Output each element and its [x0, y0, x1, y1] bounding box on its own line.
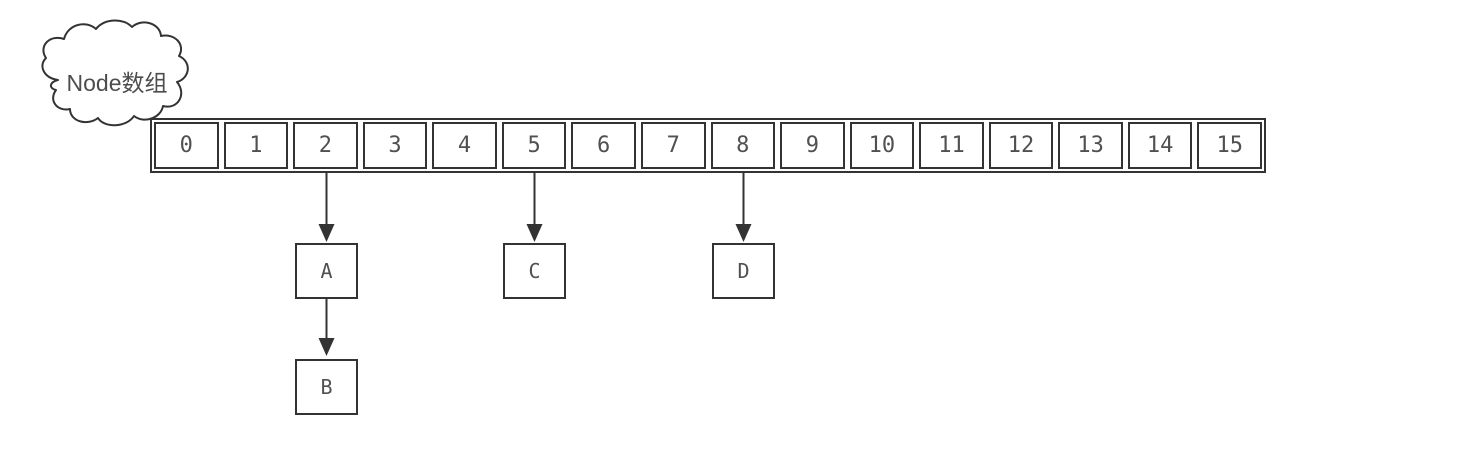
arrow-head — [526, 224, 543, 242]
array-cell: 15 — [1197, 122, 1262, 169]
arrow-head — [318, 224, 335, 242]
array-cell: 10 — [849, 122, 915, 169]
node-array-container: 0 1 2 3 4 5 6 7 8 9 10 11 12 13 14 15 — [150, 118, 1266, 173]
array-cell: 6 — [571, 122, 636, 169]
array-cell: 7 — [640, 122, 706, 169]
array-cell: 2 — [293, 122, 358, 169]
array-cell: 0 — [154, 122, 219, 169]
array-cell: 3 — [362, 122, 428, 169]
arrow-head — [318, 338, 335, 356]
node-box-b: B — [295, 359, 358, 415]
array-cell: 9 — [780, 122, 845, 169]
array-cell: 1 — [223, 122, 289, 169]
node-box-d: D — [712, 243, 775, 299]
array-cell: 14 — [1127, 122, 1193, 169]
arrow-cell8-to-node-d — [735, 172, 752, 242]
node-box-c: C — [503, 243, 566, 299]
array-cell: 8 — [710, 122, 776, 169]
cloud-label: Node数组 — [66, 70, 168, 96]
cloud-outline — [41, 19, 189, 127]
array-cell: 11 — [919, 122, 984, 169]
arrow-cell2-to-node-a — [318, 172, 335, 242]
node-box-a: A — [295, 243, 358, 299]
arrow-node-a-to-node-b — [318, 299, 335, 356]
array-cell: 4 — [432, 122, 497, 169]
arrow-head — [735, 224, 752, 242]
array-cell: 12 — [988, 122, 1054, 169]
arrow-cell5-to-node-c — [526, 172, 543, 242]
array-cell: 13 — [1058, 122, 1123, 169]
array-cell: 5 — [501, 122, 567, 169]
cloud-shape — [41, 19, 189, 127]
